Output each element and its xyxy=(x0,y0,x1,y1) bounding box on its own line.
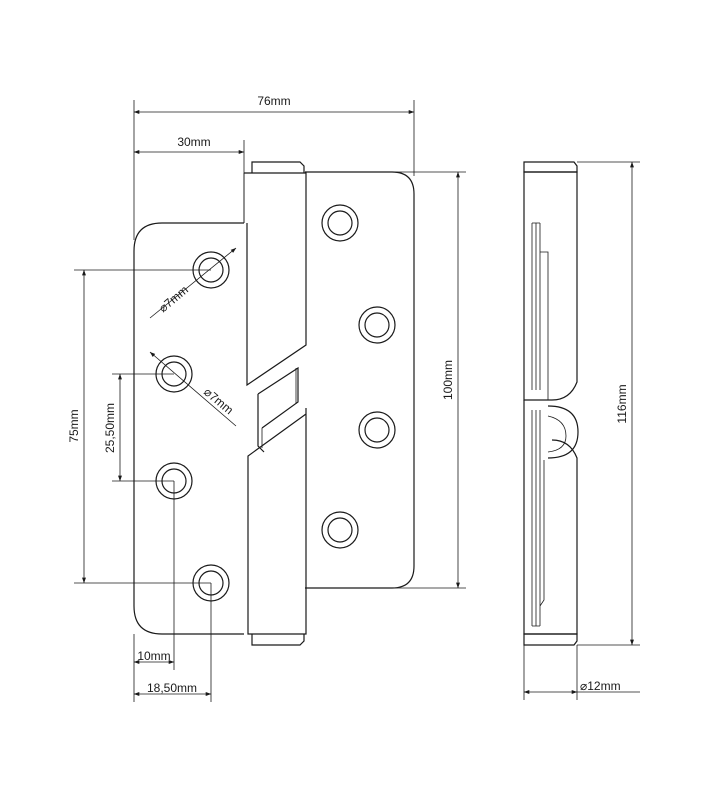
hole-right-3 xyxy=(358,411,396,449)
dim-leaf-height-label: 100mm xyxy=(441,360,455,400)
dim-hole-offset-large-label: 18,50mm xyxy=(147,681,197,695)
knuckle-top-cap xyxy=(251,161,305,173)
knuckle-lower xyxy=(247,408,307,635)
right-leaf-holes xyxy=(321,204,396,549)
dim-hole-offset-small-label: 10mm xyxy=(137,649,170,663)
dim-hole-offset-large: 18,50mm xyxy=(133,583,212,702)
hinge-front-view xyxy=(133,161,415,646)
side-pin-inner xyxy=(547,415,567,453)
dim-overall-height: 116mm xyxy=(577,161,640,646)
hole-right-2 xyxy=(358,306,396,344)
dim-hole-diameter-2: ⌀7mm xyxy=(149,351,237,427)
dim-leaf-height: 100mm xyxy=(392,171,466,589)
hole-right-1 xyxy=(321,204,359,242)
side-upper-body xyxy=(523,171,578,401)
dim-hole-diameter-1-label: ⌀7mm xyxy=(156,283,191,316)
knuckle-middle xyxy=(257,366,299,453)
dim-hole-spacing-outer-label: 75mm xyxy=(67,409,81,442)
side-bottom-cap xyxy=(523,633,578,646)
hinge-side-view xyxy=(523,161,579,646)
side-plate-upper xyxy=(531,222,549,400)
knuckle-upper xyxy=(244,172,307,387)
side-lower-body xyxy=(523,400,578,635)
dim-overall-height-label: 116mm xyxy=(615,384,629,423)
dim-overall-width: 76mm xyxy=(133,94,415,240)
dim-pin-diameter-label: ⌀12mm xyxy=(580,679,621,693)
dim-leaf-width-label: 30mm xyxy=(177,135,210,149)
dim-hole-spacing-outer: 75mm xyxy=(67,269,211,584)
knuckle-bottom-cap xyxy=(251,634,305,646)
dim-hole-spacing-inner: 25,50mm xyxy=(103,373,174,482)
side-pin-bulge xyxy=(547,405,579,459)
front-view-dimensions: 76mm 30mm ⌀7mm ⌀7mm 75mm xyxy=(67,94,466,702)
left-leaf xyxy=(133,222,244,635)
dim-pin-diameter: ⌀12mm xyxy=(523,645,640,700)
side-top-cap xyxy=(523,161,578,173)
hole-right-4 xyxy=(321,511,359,549)
side-plate-lower xyxy=(531,410,545,627)
side-view-dimensions: 116mm ⌀12mm xyxy=(523,161,640,700)
dim-hole-offset-small: 10mm xyxy=(133,481,175,702)
knuckle-middle-edge xyxy=(261,368,297,448)
dim-hole-spacing-inner-label: 25,50mm xyxy=(103,403,117,453)
dim-leaf-width: 30mm xyxy=(133,135,245,223)
right-leaf xyxy=(305,171,415,589)
dim-overall-width-label: 76mm xyxy=(257,94,290,108)
